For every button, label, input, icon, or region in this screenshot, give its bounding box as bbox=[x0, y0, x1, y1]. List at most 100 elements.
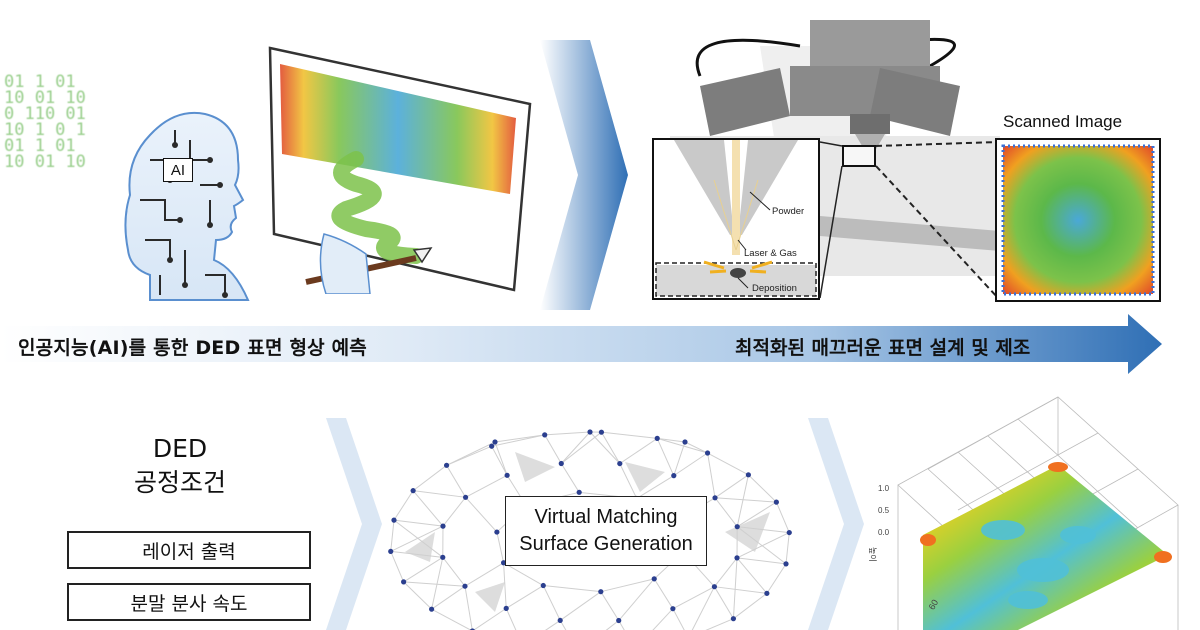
mesh-node bbox=[440, 523, 446, 529]
mesh-node bbox=[388, 548, 394, 555]
mesh-node bbox=[500, 560, 507, 566]
mesh-edge bbox=[393, 490, 414, 521]
laser-gas-label: Laser & Gas bbox=[744, 248, 797, 259]
banner-left-text: 인공지능(AI)를 통한 DED 표면 형상 예측 bbox=[18, 337, 367, 359]
param-powder-feed-rate: 분말 분사 속도 bbox=[67, 583, 311, 621]
mesh-edge bbox=[733, 592, 768, 620]
mesh-node bbox=[542, 432, 548, 438]
tick-low: 0.0 bbox=[878, 528, 890, 537]
binary-code-pattern: 01 1 01 10 01 10 0 110 01 10 1 0 1 01 1 … bbox=[4, 74, 124, 184]
mesh-edge bbox=[464, 586, 473, 630]
mesh-edge bbox=[464, 562, 504, 587]
scanned-image-title: Scanned Image bbox=[1003, 112, 1123, 131]
mesh-facet bbox=[475, 582, 505, 612]
mesh-edge bbox=[601, 431, 621, 464]
mesh-edge bbox=[714, 474, 749, 499]
mesh-edge bbox=[505, 585, 544, 609]
virtual-matching-line2: Surface Generation bbox=[519, 533, 693, 555]
mesh-node bbox=[651, 576, 657, 582]
mesh-node bbox=[704, 450, 711, 456]
mesh-edge bbox=[560, 463, 580, 493]
binary-row: 01 1 01 bbox=[4, 136, 76, 156]
mesh-node bbox=[670, 606, 676, 612]
mesh-edge bbox=[736, 474, 749, 527]
mesh-edge bbox=[413, 490, 466, 498]
mesh-edge bbox=[446, 465, 467, 498]
mesh-edge bbox=[412, 490, 444, 527]
virtual-matching-line1: Virtual Matching bbox=[534, 506, 678, 528]
mesh-node bbox=[711, 584, 718, 590]
mesh-edge bbox=[503, 562, 544, 586]
mesh-edge bbox=[785, 532, 790, 564]
mesh-edge bbox=[652, 608, 674, 630]
mesh-node bbox=[764, 590, 770, 596]
mesh-edge bbox=[714, 497, 777, 503]
build-plate-highlight bbox=[842, 145, 876, 167]
mesh-edge bbox=[672, 608, 685, 630]
mesh-edge bbox=[505, 608, 517, 630]
mesh-edge bbox=[605, 620, 620, 630]
mesh-edge bbox=[560, 431, 591, 464]
mesh-edge bbox=[390, 551, 405, 583]
mesh-edge bbox=[672, 586, 715, 610]
mesh-edge bbox=[748, 474, 777, 503]
mesh-node bbox=[598, 589, 604, 595]
mesh-edge bbox=[543, 585, 601, 593]
powder-label: Powder bbox=[772, 206, 805, 217]
binary-row: 01 1 01 bbox=[4, 72, 76, 92]
mesh-edge bbox=[653, 578, 674, 609]
banner-arrow bbox=[0, 314, 1162, 374]
mesh-edge bbox=[600, 578, 655, 593]
mesh-edge bbox=[544, 434, 562, 464]
mesh-node bbox=[682, 439, 688, 445]
process-chevron-arrow bbox=[540, 40, 628, 310]
nozzle-inset: Powder Laser & Gas Deposition bbox=[652, 138, 820, 300]
mesh-node bbox=[617, 460, 623, 467]
mesh-edge bbox=[736, 557, 768, 594]
mesh-edge bbox=[390, 550, 443, 558]
mesh-node bbox=[745, 472, 751, 478]
mesh-edge bbox=[673, 441, 686, 476]
mesh-edge bbox=[465, 474, 508, 498]
mesh-edge bbox=[473, 607, 507, 630]
ded-title: DED 공정조건 bbox=[120, 432, 240, 500]
mesh-node bbox=[504, 472, 510, 478]
mesh-node bbox=[401, 579, 407, 585]
mesh-edge bbox=[491, 434, 545, 447]
mesh-facet bbox=[515, 452, 555, 482]
mesh-edge bbox=[736, 532, 790, 559]
mesh-edge bbox=[618, 578, 655, 621]
mesh-edge bbox=[390, 520, 395, 552]
ai-head-illustration bbox=[124, 111, 250, 301]
mesh-edge bbox=[503, 562, 507, 609]
mesh-edge bbox=[496, 531, 505, 563]
mesh-edge bbox=[393, 519, 444, 558]
mesh-node bbox=[489, 443, 495, 449]
mesh-edge bbox=[600, 591, 620, 621]
mesh-node bbox=[429, 606, 435, 612]
mesh-node bbox=[587, 429, 593, 435]
scanned-heatmap bbox=[1001, 144, 1155, 296]
param-laser-power: 레이저 출력 bbox=[67, 531, 311, 569]
mesh-edge bbox=[544, 431, 591, 436]
mesh-edge bbox=[673, 452, 708, 477]
mesh-edge bbox=[713, 586, 734, 619]
mesh-node bbox=[443, 462, 450, 468]
mesh-node bbox=[494, 529, 500, 535]
mesh-edge bbox=[618, 620, 625, 630]
mesh-edge bbox=[542, 585, 561, 621]
mesh-edge bbox=[684, 441, 708, 454]
mesh-node bbox=[783, 561, 789, 567]
binary-row: 0 110 01 bbox=[4, 104, 86, 124]
mesh-edge bbox=[465, 496, 498, 533]
scanned-image bbox=[995, 138, 1161, 302]
mesh-edge bbox=[589, 431, 621, 464]
mesh-node bbox=[462, 583, 468, 589]
binary-row: 10 1 0 1 bbox=[4, 120, 86, 140]
mesh-edge bbox=[714, 586, 767, 594]
mesh-node bbox=[391, 517, 397, 523]
mesh-edge bbox=[736, 557, 787, 565]
mesh-edge bbox=[491, 445, 508, 476]
mesh-edge bbox=[707, 452, 716, 498]
ai-label: AI bbox=[163, 158, 193, 182]
